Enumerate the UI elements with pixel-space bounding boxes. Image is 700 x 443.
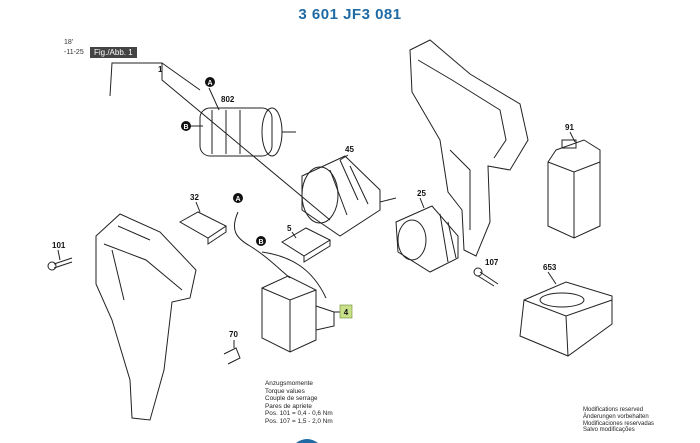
- housing-left-drawing: [95, 213, 197, 421]
- torque-heading-fr: Couple de serrage: [265, 395, 318, 403]
- connector-mark-b-motor: B: [181, 121, 191, 131]
- torque-heading-en: Torque values: [265, 387, 305, 395]
- connector-mark-b-switch: B: [256, 236, 266, 246]
- part-number-101: 101: [52, 241, 66, 250]
- part-number-802: 802: [221, 95, 235, 104]
- slider-drawing: [178, 211, 227, 245]
- part-number-25: 25: [417, 189, 426, 198]
- part-number-32: 32: [190, 193, 199, 202]
- part-number-107: 107: [485, 258, 499, 267]
- figure-label: Fig./Abb. 1: [90, 47, 137, 58]
- part-number-45: 45: [345, 145, 354, 154]
- page-tab-marker: [296, 439, 318, 443]
- motor-drawing: [199, 107, 296, 157]
- document-title: 3 601 JF3 081: [298, 6, 402, 23]
- svg-text:4: 4: [344, 308, 349, 317]
- chuck-drawing: [395, 205, 459, 273]
- battery-drawing: [547, 139, 601, 239]
- assembly-bracket-line: [109, 62, 331, 221]
- part-number-5: 5: [287, 224, 292, 233]
- connector-mark-a-switch: A: [233, 193, 243, 203]
- side-note-2: -11-25: [64, 49, 84, 56]
- torque-row-101: Pos. 101 = 0,4 - 0,6 Nm: [265, 410, 333, 418]
- torque-heading-es: Pares de apriete: [265, 402, 312, 410]
- screw-101-drawing: [47, 257, 73, 271]
- gearbox-drawing: [301, 155, 397, 237]
- part-number-4-highlight: 4: [339, 304, 353, 319]
- part-number-70: 70: [229, 330, 238, 339]
- modification-note-en: Modifications reserved: [583, 407, 644, 413]
- modification-note-de: Änderungen vorbehalten: [583, 413, 649, 420]
- modification-note: Modifications reserved Änderungen vorbeh…: [583, 407, 654, 434]
- screw-107-drawing: [473, 267, 499, 287]
- svg-text:A: A: [235, 196, 240, 203]
- modification-note-pt: Salvo modificações: [583, 427, 635, 434]
- svg-text:A: A: [207, 80, 212, 87]
- part-number-653: 653: [543, 263, 557, 272]
- switch-cover-drawing: [281, 227, 332, 263]
- torque-row-107: Pos. 107 = 1,5 - 2,0 Nm: [265, 417, 333, 425]
- torque-values-note: Anzugsmomente Torque values Couple de se…: [265, 380, 333, 426]
- charger-drawing: [519, 281, 613, 357]
- modification-note-es: Modificaciones reservadas: [583, 420, 655, 427]
- clip-drawing: [223, 347, 241, 365]
- connector-mark-a-motor: A: [205, 77, 215, 87]
- part-number-1: 1: [158, 65, 163, 74]
- svg-text:B: B: [258, 239, 263, 246]
- switch-drawing: [234, 211, 335, 353]
- torque-heading-de: Anzugsmomente: [265, 380, 313, 387]
- svg-text:B: B: [183, 124, 188, 131]
- side-note-1: 18': [64, 39, 74, 46]
- part-number-91: 91: [565, 123, 574, 132]
- housing-right-drawing: [409, 39, 529, 257]
